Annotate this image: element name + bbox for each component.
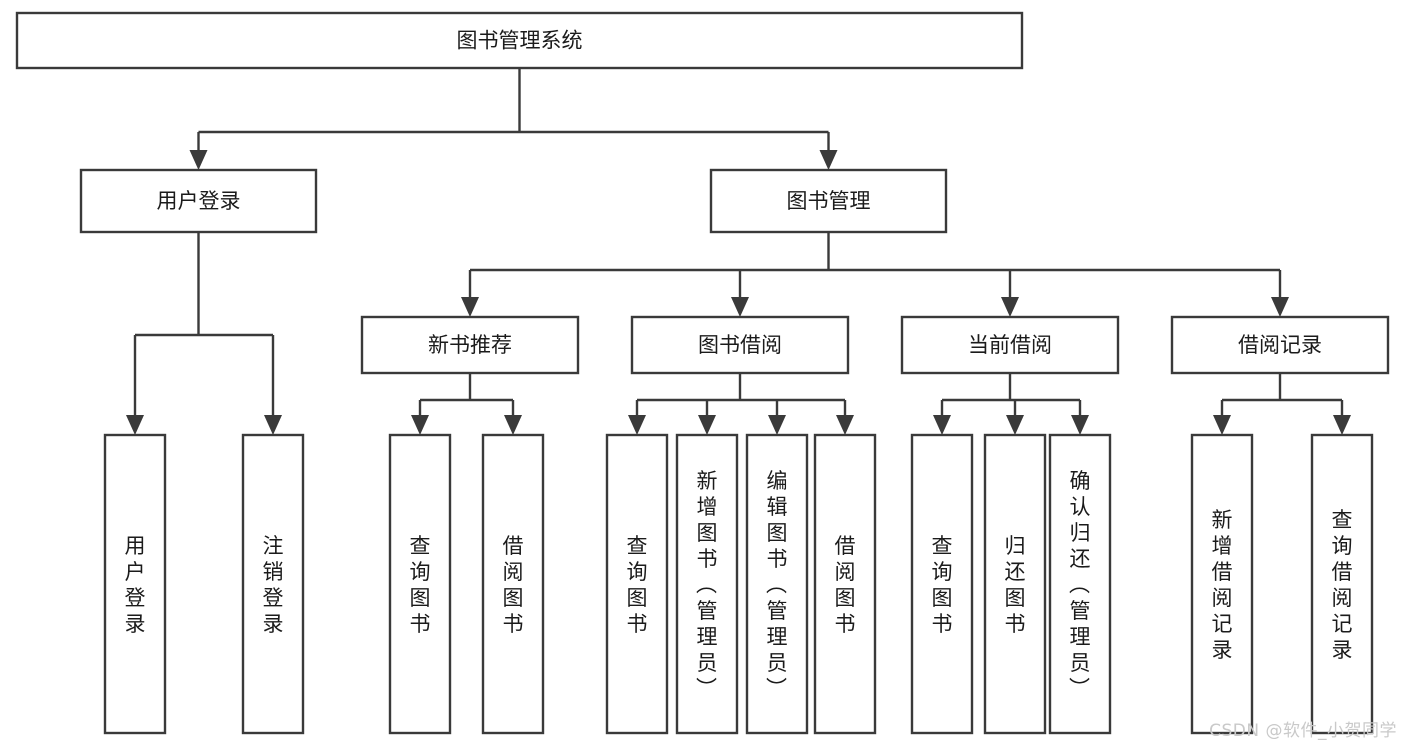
node-user-login[interactable]: 用户登录	[79, 168, 318, 234]
node-label: 图书管理系统	[457, 29, 583, 53]
node-label: 借阅图书	[835, 534, 856, 636]
node-box	[388, 433, 452, 735]
node-box	[360, 315, 580, 375]
node-leaf-add-book[interactable]: 新增图书（管理员）	[675, 433, 739, 735]
node-box	[241, 433, 305, 735]
node-box	[983, 433, 1047, 735]
node-leaf-query-book-2[interactable]: 查询图书	[605, 433, 669, 735]
node-box	[630, 315, 850, 375]
node-box	[709, 168, 948, 234]
node-label: 借阅记录	[1238, 333, 1322, 357]
node-label: 编辑图书（管理员）	[766, 469, 788, 701]
arrow-head-borrow-record	[1271, 297, 1289, 317]
node-label: 确认归还（管理员）	[1069, 469, 1091, 701]
node-layer: 图书管理系统用户登录图书管理新书推荐图书借阅当前借阅借阅记录用户登录注销登录查询…	[15, 11, 1390, 735]
node-label: 查询图书	[410, 534, 431, 636]
arrow-head-leaf-query-book-2	[628, 415, 646, 435]
connector-layer	[126, 68, 1351, 435]
node-leaf-borrow-book-2[interactable]: 借阅图书	[813, 433, 877, 735]
node-box	[745, 433, 809, 735]
arrow-head-leaf-query-record	[1333, 415, 1351, 435]
node-current-borrow[interactable]: 当前借阅	[900, 315, 1120, 375]
node-leaf-user-login[interactable]: 用户登录	[103, 433, 167, 735]
node-label: 图书管理	[787, 189, 871, 213]
arrow-head-new-book-recommend	[461, 297, 479, 317]
node-book-management[interactable]: 图书管理	[709, 168, 948, 234]
node-box	[1170, 315, 1390, 375]
node-box	[605, 433, 669, 735]
node-book-borrow[interactable]: 图书借阅	[630, 315, 850, 375]
node-leaf-borrow-book-1[interactable]: 借阅图书	[481, 433, 545, 735]
arrow-head-book-borrow	[731, 297, 749, 317]
node-label: 查询图书	[627, 534, 648, 636]
arrow-head-leaf-user-login	[126, 415, 144, 435]
node-label: 当前借阅	[968, 333, 1052, 357]
node-box	[103, 433, 167, 735]
node-label: 图书借阅	[698, 333, 782, 357]
node-label: 注销登录	[263, 534, 284, 636]
node-box	[910, 433, 974, 735]
node-box	[1310, 433, 1374, 735]
node-leaf-user-logout[interactable]: 注销登录	[241, 433, 305, 735]
node-box	[813, 433, 877, 735]
node-leaf-query-book-1[interactable]: 查询图书	[388, 433, 452, 735]
node-label: 新书推荐	[428, 333, 512, 357]
node-leaf-return-book[interactable]: 归还图书	[983, 433, 1047, 735]
node-box	[675, 433, 739, 735]
node-root-system[interactable]: 图书管理系统	[15, 11, 1024, 70]
node-leaf-query-book-3[interactable]: 查询图书	[910, 433, 974, 735]
arrow-head-leaf-add-book	[698, 415, 716, 435]
arrow-head-user-login	[189, 150, 208, 170]
node-label: 查询图书	[932, 534, 953, 636]
node-label: 新增图书（管理员）	[696, 469, 718, 701]
arrow-head-leaf-borrow-book-2	[836, 415, 854, 435]
node-leaf-add-record[interactable]: 新增借阅记录	[1190, 433, 1254, 735]
node-label: 用户登录	[125, 534, 146, 636]
node-label: 借阅图书	[503, 534, 524, 636]
arrow-head-leaf-add-record	[1213, 415, 1231, 435]
node-box	[15, 11, 1024, 70]
node-leaf-edit-book[interactable]: 编辑图书（管理员）	[745, 433, 809, 735]
node-new-book-recommend[interactable]: 新书推荐	[360, 315, 580, 375]
arrow-head-current-borrow	[1001, 297, 1019, 317]
node-box	[1190, 433, 1254, 735]
arrow-head-leaf-query-book-1	[411, 415, 429, 435]
arrow-head-leaf-confirm-return	[1071, 415, 1089, 435]
node-borrow-record[interactable]: 借阅记录	[1170, 315, 1390, 375]
node-label: 新增借阅记录	[1212, 508, 1233, 662]
node-box	[1048, 433, 1112, 735]
arrow-head-leaf-user-logout	[264, 415, 282, 435]
node-leaf-query-record[interactable]: 查询借阅记录	[1310, 433, 1374, 735]
arrow-head-leaf-query-book-3	[933, 415, 951, 435]
csdn-watermark: CSDN @软件_小贺同学	[1209, 721, 1397, 741]
node-box	[900, 315, 1120, 375]
node-box	[79, 168, 318, 234]
arrow-head-leaf-edit-book	[768, 415, 786, 435]
arrow-head-leaf-return-book	[1006, 415, 1024, 435]
node-label: 用户登录	[157, 189, 241, 213]
node-label: 查询借阅记录	[1332, 508, 1353, 662]
arrow-head-leaf-borrow-book-1	[504, 415, 522, 435]
node-label: 归还图书	[1005, 534, 1026, 636]
arrow-head-book-management	[819, 150, 838, 170]
node-leaf-confirm-return[interactable]: 确认归还（管理员）	[1048, 433, 1112, 735]
node-box	[481, 433, 545, 735]
